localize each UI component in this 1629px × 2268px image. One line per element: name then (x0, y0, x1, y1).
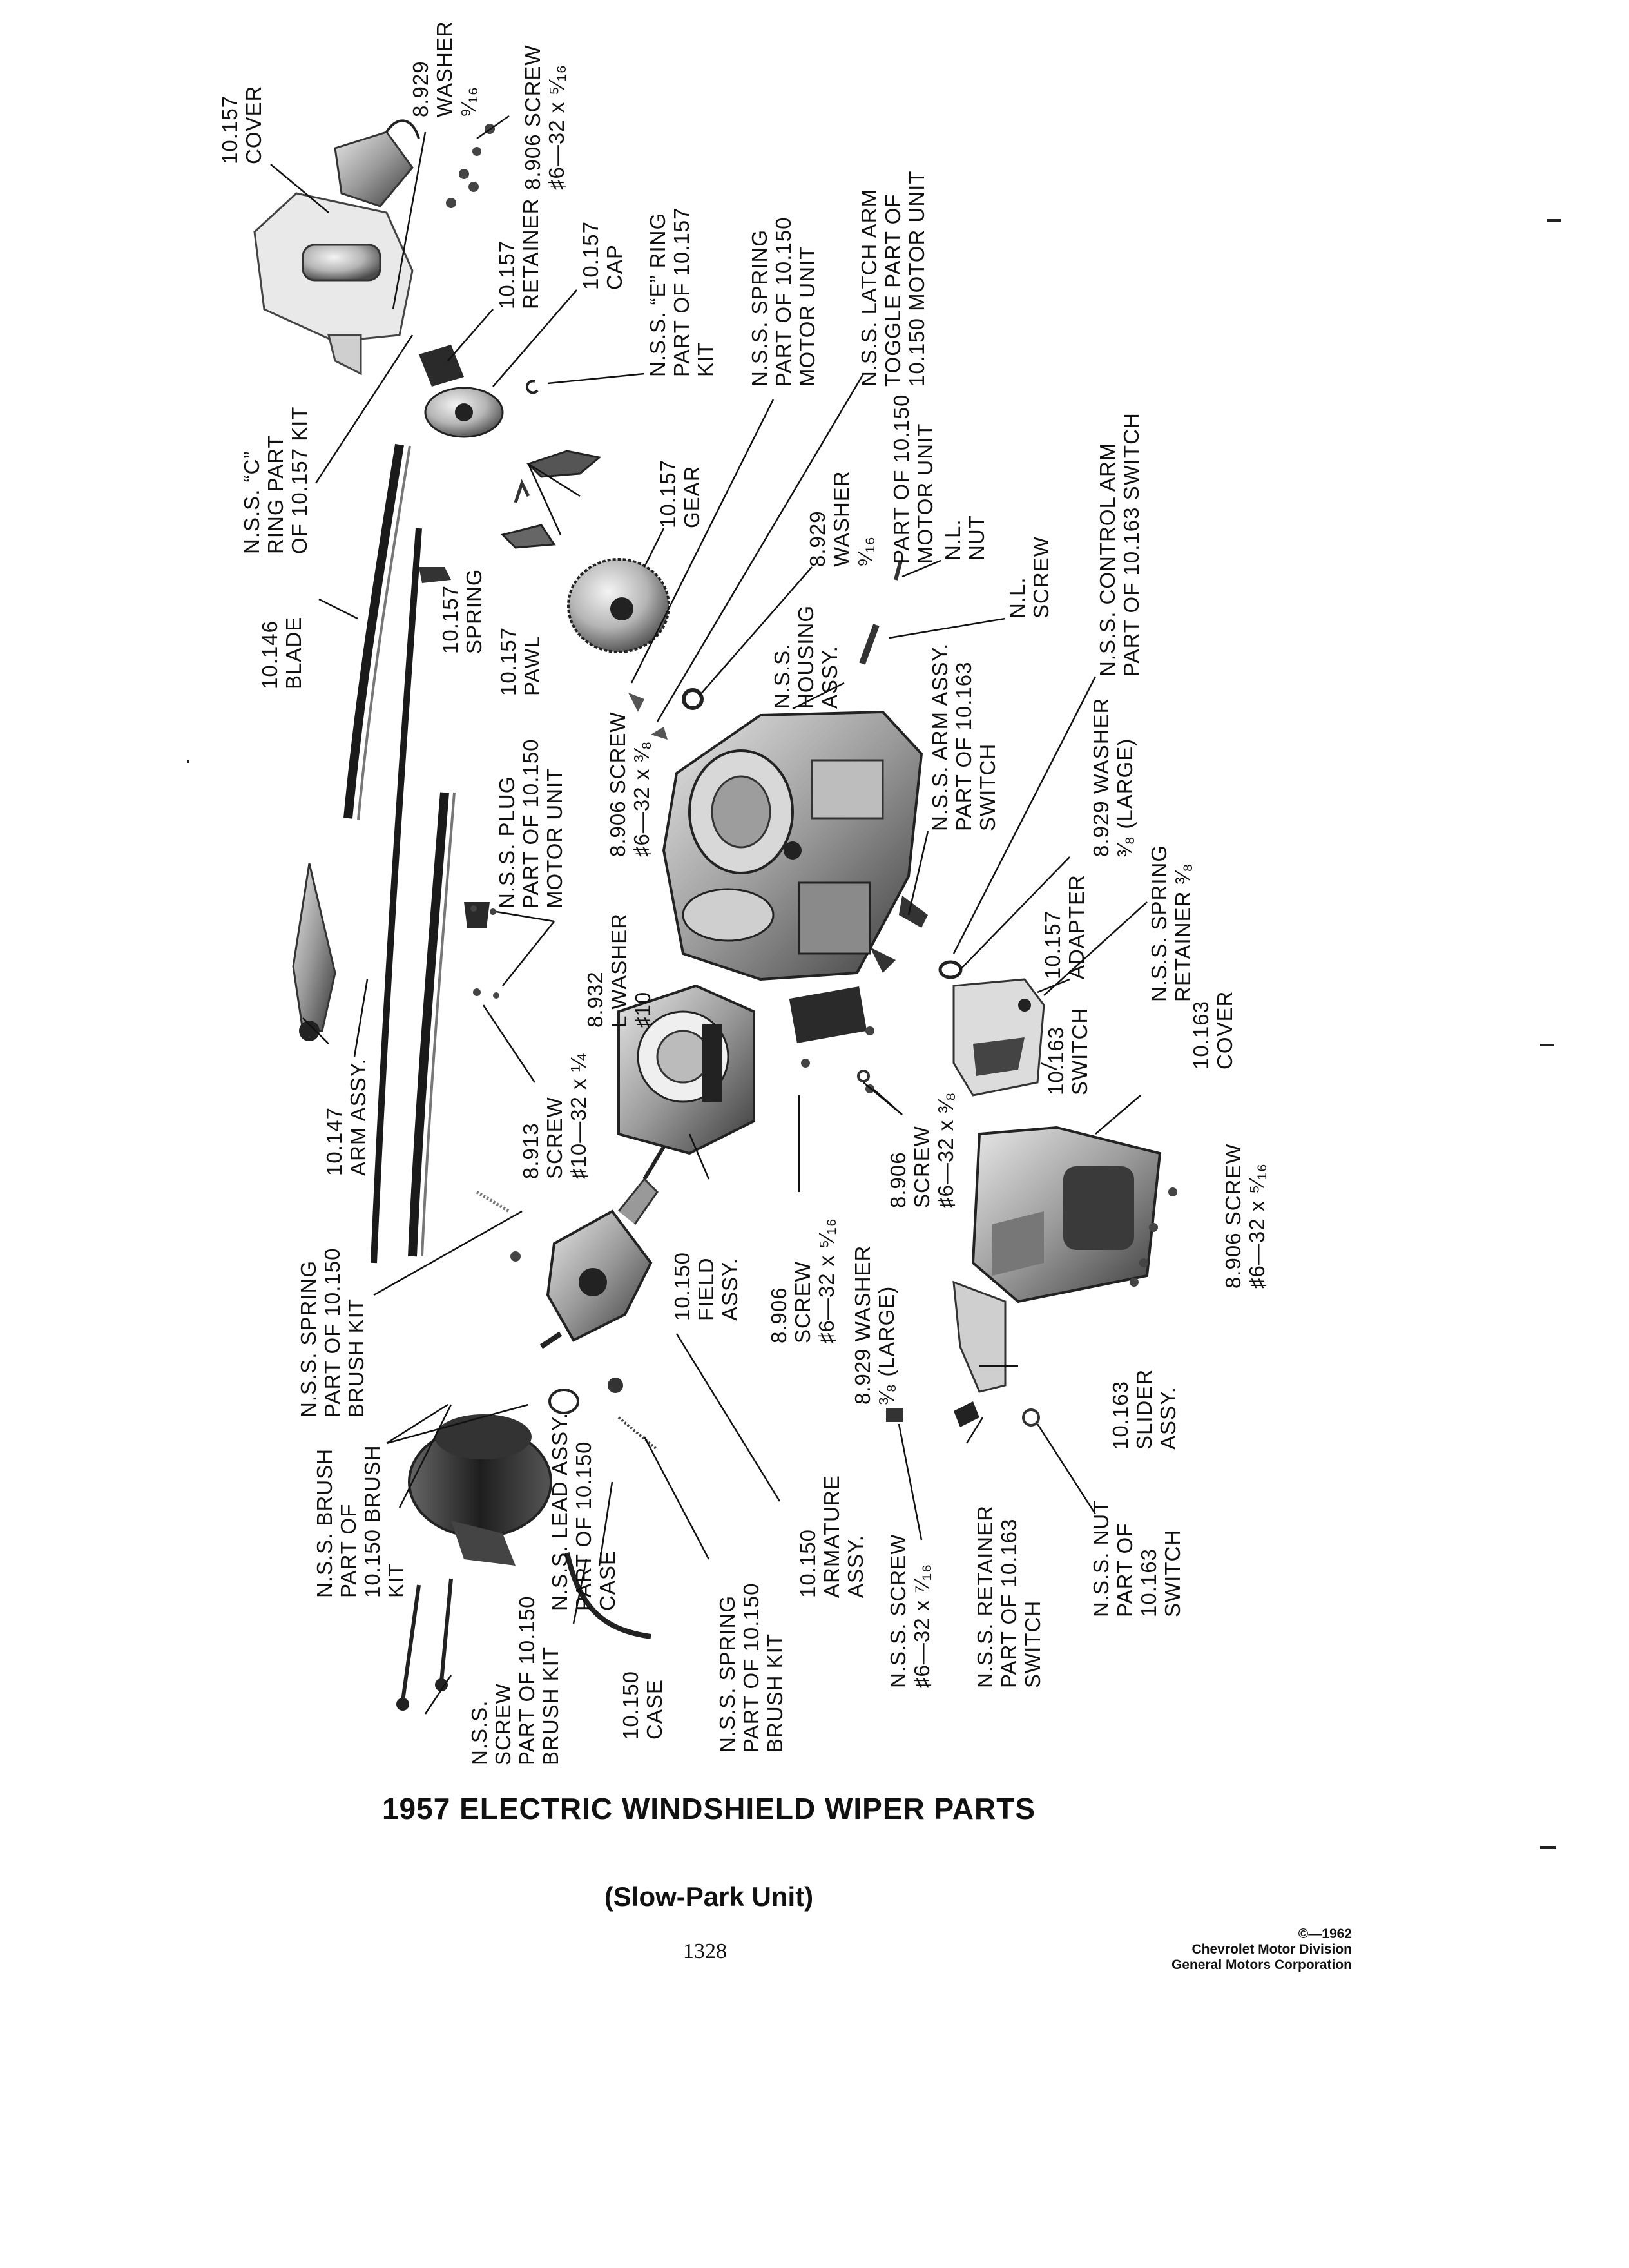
page-number: 1328 (683, 1939, 727, 1963)
leader-lines (270, 115, 1148, 1715)
field-assy-part (617, 984, 755, 1155)
case-10150-part (408, 1190, 659, 1639)
brush-screws-part (396, 1578, 453, 1711)
slider-assy-part (952, 1280, 1007, 1393)
housing-assy-part (662, 710, 923, 981)
page-title: 1957 ELECTRIC WINDSHIELD WIPER PARTS (381, 1792, 1036, 1825)
callout-nl-nut: N.L.NUT (941, 515, 988, 561)
scan-mark (1540, 1846, 1556, 1849)
copyright-line: General Motors Corporation (1171, 1957, 1352, 1972)
callout-screw-8906-c: 8.906 SCREW♯6—32 x ⁵⁄₁₆ (1221, 1143, 1269, 1289)
armature-part (539, 1146, 666, 1349)
callout-nl-screw: N.L.SCREW (1005, 536, 1053, 619)
page-subtitle: (Slow-Park Unit) (604, 1881, 814, 1912)
copyright-line: Chevrolet Motor Division (1191, 1942, 1352, 1957)
cover-10157-part (253, 119, 420, 376)
callout-screw-8906-mid: 8.906 SCREW♯6—32 x ³⁄₈ (606, 711, 653, 857)
blade-10146-part (343, 443, 456, 1264)
top-screws (446, 124, 495, 208)
switch-10163-part (789, 978, 1045, 1097)
cover-10163-part (971, 1126, 1162, 1303)
e-ring-part (525, 380, 539, 394)
copyright-notice: ©—1962 Chevrolet Motor Division General … (1171, 1927, 1352, 1973)
arm-assy-10147-part (292, 567, 451, 1041)
plug-part (464, 902, 499, 999)
gear-10157-part (567, 558, 670, 653)
callout-screw-nss: N.S.S. SCREW♯6—32 x ⁷⁄₁₆ (886, 1533, 934, 1688)
callout-screw-8906-top: 8.906 SCREW♯6—32 x ⁵⁄₁₆ (521, 44, 568, 190)
copyright-line: ©—1962 (1298, 1927, 1352, 1941)
spring-pawl-part (501, 450, 602, 549)
cap-10157-part (424, 387, 504, 438)
scan-mark (187, 760, 189, 763)
bottom-small-parts (886, 1401, 1040, 1427)
scan-mark (1547, 219, 1561, 222)
small-washers (628, 560, 903, 740)
scan-mark (1540, 1044, 1554, 1046)
